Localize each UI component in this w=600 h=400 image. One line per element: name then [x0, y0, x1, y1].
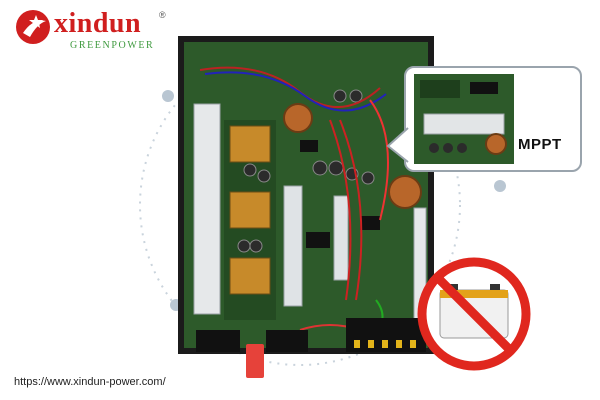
- breaker-switch: [246, 344, 264, 378]
- mppt-board-closeup: [414, 74, 514, 164]
- star-swoosh-logo-icon: [16, 10, 50, 44]
- transformer: [229, 125, 271, 295]
- website-url[interactable]: https://www.xindun-power.com/: [14, 376, 166, 388]
- orbit-dot: [494, 180, 506, 192]
- brand-logo: xindun ® GREENPOWER: [14, 8, 166, 54]
- battery-prohibited-icon: [417, 257, 531, 371]
- brand-tagline: GREENPOWER: [70, 40, 155, 51]
- orbit-dot: [162, 90, 174, 102]
- mppt-callout: MPPT: [404, 66, 582, 172]
- mppt-label: MPPT: [518, 136, 562, 153]
- callout-pointer: [386, 127, 409, 163]
- brand-name: xindun: [54, 8, 142, 39]
- registered-mark: ®: [159, 10, 166, 20]
